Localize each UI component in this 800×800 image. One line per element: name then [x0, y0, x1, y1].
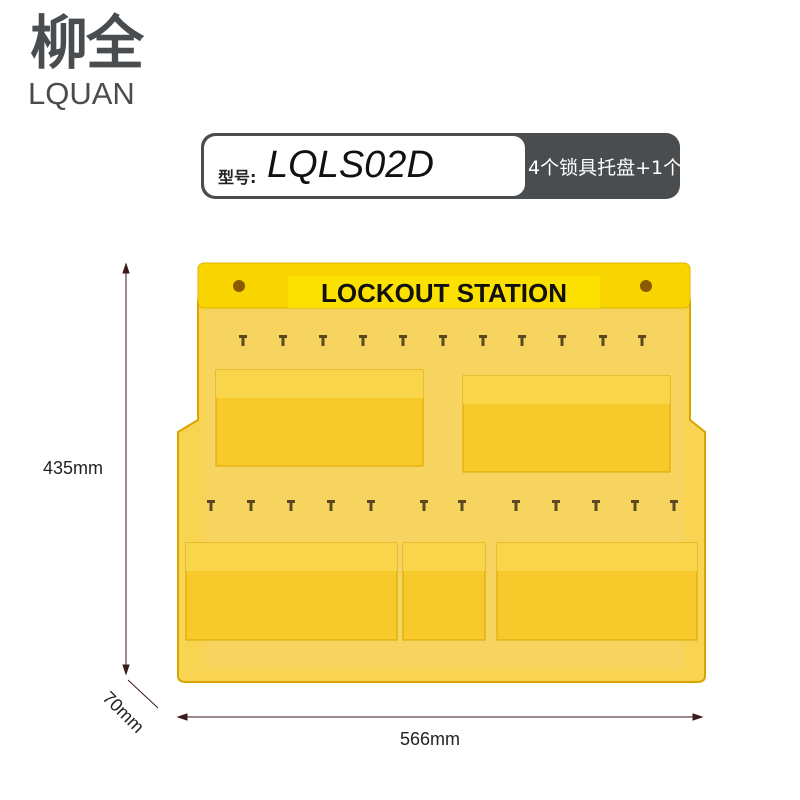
hook-peg: [638, 335, 646, 346]
model-description: 4个锁具托盘+1个挂牌盘: [528, 157, 740, 179]
tray-upper-left: [215, 369, 424, 467]
model-badge-white-panel: 型号: LQLS02D: [204, 136, 525, 196]
tray-lower-right: [496, 542, 698, 641]
brand-logo-en: LQUAN: [28, 76, 135, 111]
header-text: LOCKOUT STATION: [321, 278, 567, 308]
hook-peg: [599, 335, 607, 346]
tray-lower-left: [185, 542, 398, 641]
width-dimension: 566mm: [400, 729, 461, 749]
mount-hole-right: [640, 280, 652, 292]
height-dimension: 435mm: [43, 458, 104, 478]
hook-peg: [247, 500, 255, 511]
tag-tray-middle: [402, 542, 486, 641]
hook-peg: [631, 500, 639, 511]
model-label: 型号:: [218, 168, 257, 187]
hook-peg: [439, 335, 447, 346]
hook-peg: [592, 500, 600, 511]
hook-peg: [367, 500, 375, 511]
hook-peg: [327, 500, 335, 511]
hook-peg: [670, 500, 678, 511]
hook-peg: [279, 335, 287, 346]
mount-hole-left: [233, 280, 245, 292]
model-badge: 型号: LQLS02D 4个锁具托盘+1个挂牌盘: [201, 133, 739, 199]
hook-peg: [518, 335, 526, 346]
hook-peg: [207, 500, 215, 511]
hook-peg: [552, 500, 560, 511]
brand-logo-cn: 柳全: [30, 9, 144, 77]
hook-peg: [458, 500, 466, 511]
hook-peg: [420, 500, 428, 511]
hook-peg: [479, 335, 487, 346]
hook-peg: [239, 335, 247, 346]
hook-peg: [359, 335, 367, 346]
height-dimension-arrows: [122, 262, 130, 676]
hook-peg: [319, 335, 327, 346]
width-dimension-arrows: [176, 713, 704, 721]
depth-dimension-line: [127, 679, 159, 709]
hook-peg: [558, 335, 566, 346]
tray-upper-right: [462, 375, 671, 473]
hook-peg: [512, 500, 520, 511]
header-label-plate: [288, 276, 600, 308]
hook-peg: [399, 335, 407, 346]
hook-peg: [287, 500, 295, 511]
model-number: LQLS02D: [267, 144, 434, 186]
